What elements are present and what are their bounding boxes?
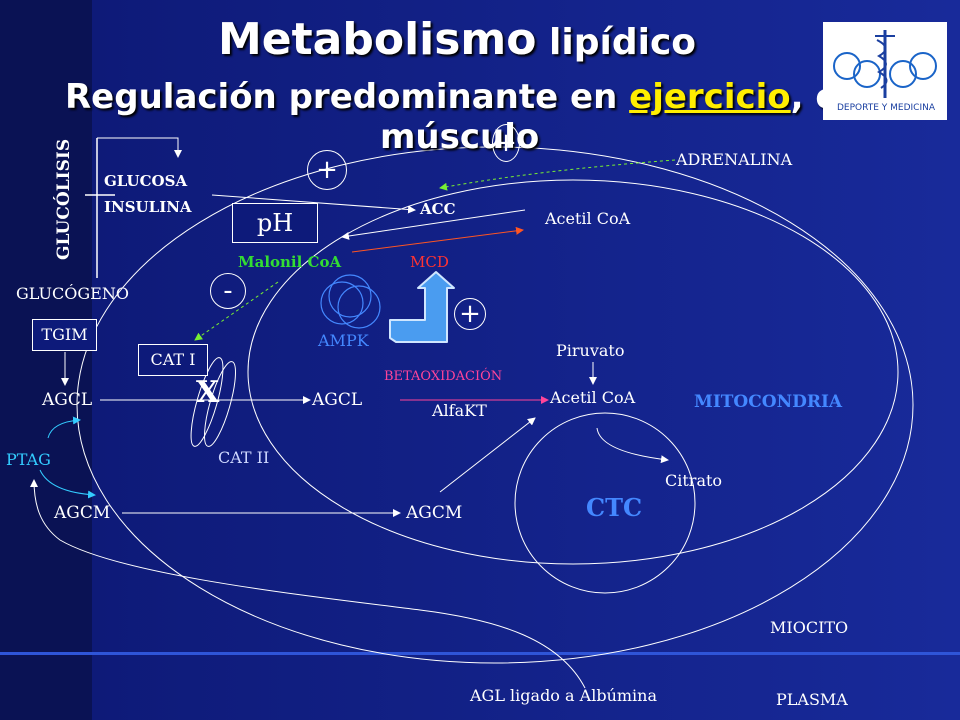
caduceus-rings-icon [833,30,937,98]
plus-circle-glucosa: + [307,150,347,190]
albumin-path [30,479,586,689]
piruvato-label: Piruvato [556,341,625,360]
plus-circle-adrenalina: + [492,124,520,162]
agcl-left-label: AGCL [42,390,93,410]
logo: DEPORTE Y MEDICINA [823,22,947,120]
glucolisis-label: GLUCÓLISIS [54,138,74,260]
title-main-word: Metabolismo [218,14,537,65]
ptag-up-arrow [47,416,81,439]
citrato-label: Citrato [665,471,723,490]
mitocondria-label: MITOCONDRIA [694,392,843,412]
cat2-ellipse-1 [190,357,224,447]
ptag-down-arrow [39,469,96,499]
agcl-mid-label: AGCL [312,390,363,410]
title-main-small: lipídico [536,22,697,63]
cat2-ellipse-2 [204,361,236,447]
plasma-divider-line [0,652,960,655]
betaoxidacion-label: BETAOXIDACIÓN [384,369,503,384]
ampk-circle-1 [320,281,364,325]
logo-text: DEPORTE Y MEDICINA [837,103,935,113]
malonil-coa-label: Malonil CoA [238,253,342,271]
acetil-coa-mito-label: Acetil CoA [550,388,636,407]
adrenalina-label: ADRENALINA [676,150,793,169]
ampk-label: AMPK [318,331,369,350]
plus-circle-ampk: + [454,298,486,330]
agl-albumina-label: AGL ligado a Albúmina [470,686,657,705]
ctc-circle [514,412,696,594]
ampk-circle-2 [337,285,381,329]
mcd-arrow [351,226,524,253]
adrenalina-arrow [439,159,676,191]
acc-label: ACC [420,200,456,218]
cat1-box: CAT I [138,344,208,376]
title-main: Metabolismo lipídico [218,18,696,62]
malonil-inhibition-arrow [194,281,279,341]
mitochondria-membrane [247,179,899,565]
ctc-label: CTC [586,493,643,522]
ph-box: pH [232,203,318,243]
plasma-label: PLASMA [776,690,848,709]
agcm-mid-label: AGCM [406,503,463,523]
cat2-label: CAT II [218,448,270,467]
agcm-acetil-arrow [439,417,536,493]
acetil-citrato-arrow [596,427,669,464]
tgim-box: TGIM [32,319,97,351]
ampk-activation-arrow [389,271,455,343]
block-mark: X [196,375,220,410]
glucosa-label: GLUCOSA [104,172,188,190]
glycolysis-arrow [97,137,182,158]
minus-circle: - [210,273,246,309]
ptag-label: PTAG [6,450,51,469]
alfakt-label: AlfaKT [432,401,487,420]
miocito-label: MIOCITO [770,618,849,637]
ampk-circle-3 [328,274,372,318]
title-highlight: ejercicio [629,77,791,117]
acetil-to-malonil-arrow [341,209,526,240]
title-line2-pre: Regulación predominante en [65,77,630,117]
agcm-left-label: AGCM [54,503,111,523]
mcd-label: MCD [410,253,449,271]
title-line2: Regulación predominante en ejercicio, en [65,80,863,114]
glucogeno-label: GLUCÓGENO [16,284,129,303]
acetil-coa-top-label: Acetil CoA [545,209,631,228]
insulina-label: INSULINA [104,198,192,216]
left-band [0,0,92,720]
insulina-acc-arrow [211,194,416,214]
